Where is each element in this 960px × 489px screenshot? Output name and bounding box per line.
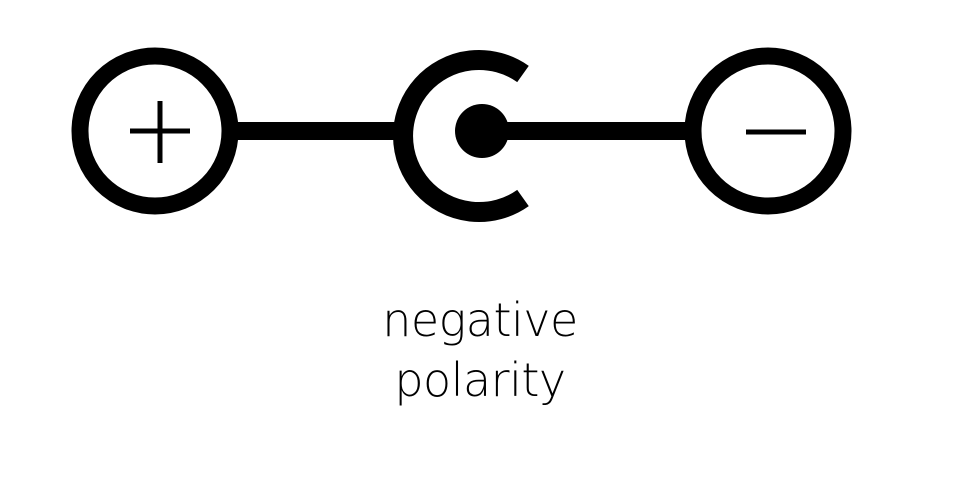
center-pin-dot — [455, 104, 509, 158]
caption-line-polarity: polarity — [394, 353, 566, 407]
center-connector-arc — [393, 50, 529, 222]
caption-line-negative: negative — [382, 293, 578, 347]
positive-terminal-symbol — [71, 47, 239, 215]
center-connector-symbol — [393, 50, 529, 222]
polarity-caption: negative polarity — [0, 290, 960, 410]
negative-terminal-symbol — [684, 47, 852, 215]
